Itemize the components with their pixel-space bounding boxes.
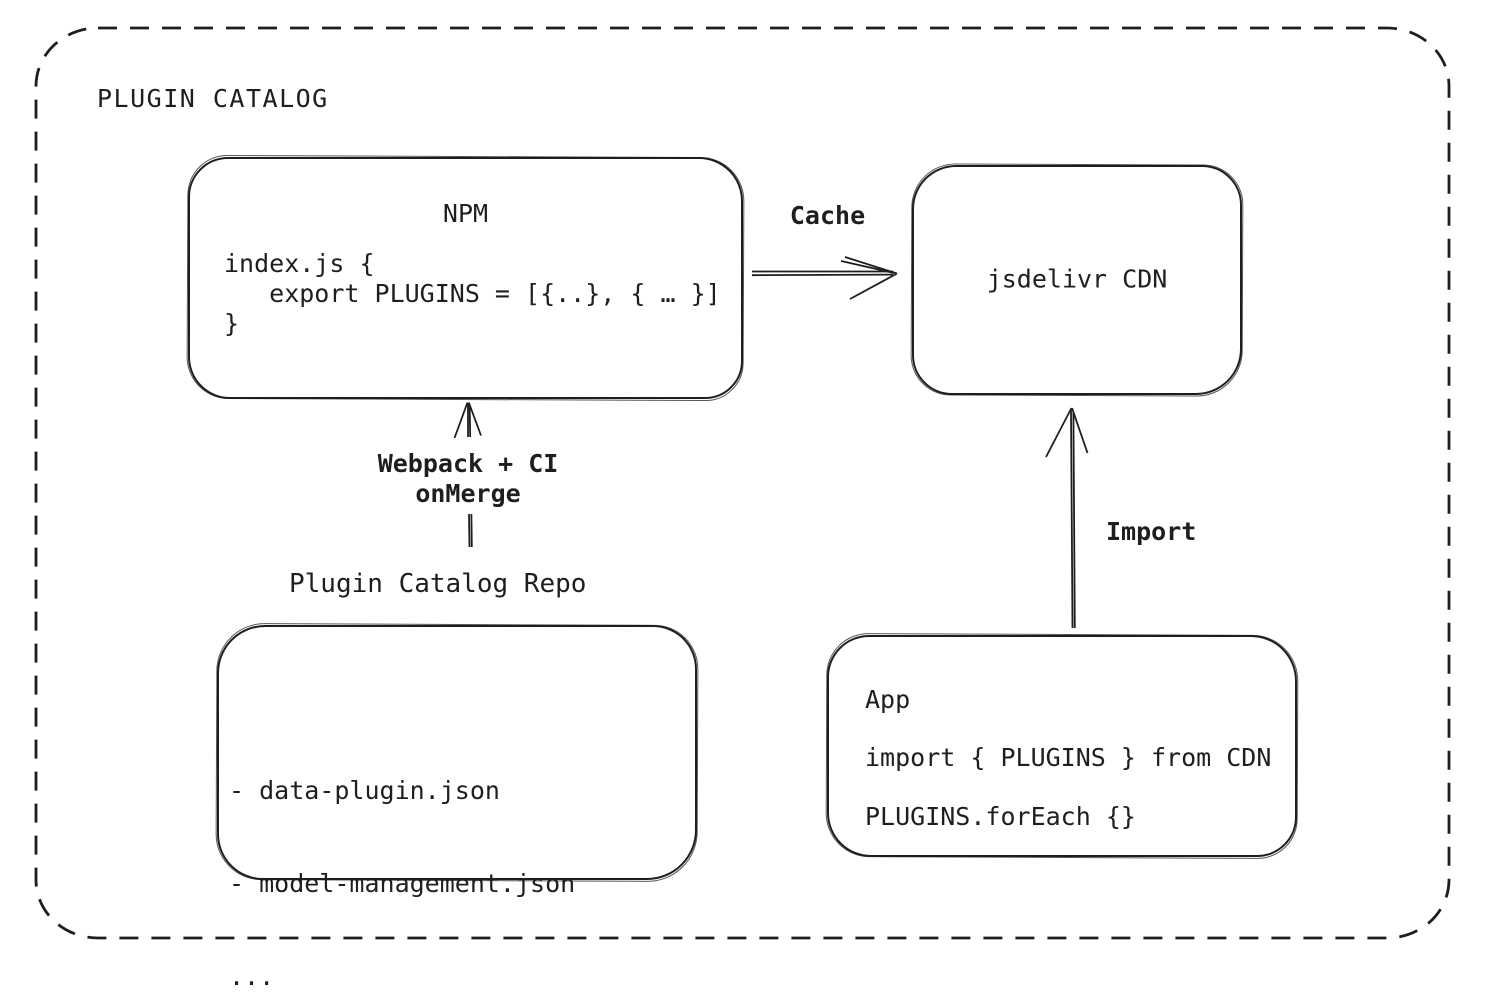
cache-arrow [751,256,898,300]
repo-file-item: - model-management.json [229,869,576,898]
repo-file-item-ellipsis: ... [229,962,275,991]
import-arrow-label: Import [1106,517,1197,546]
npm-box: NPM index.js { export PLUGINS = [{..}, {… [188,157,743,399]
cdn-box-title: jsdelivr CDN [986,264,1168,294]
build-arrow-label: Webpack + CI onMerge [352,449,584,509]
repo-box: - data-plugin.json - model-management.js… [217,625,697,991]
app-box-title: App [865,685,911,714]
app-box: App import { PLUGINS } from CDN PLUGINS.… [827,635,1297,857]
repo-file-list: - data-plugin.json - model-management.js… [229,713,575,1002]
app-code-line-foreach: PLUGINS.forEach {} [865,802,1136,831]
import-arrow [1045,407,1089,629]
npm-code-snippet: index.js { export PLUGINS = [{..}, { … }… [224,249,721,338]
npm-box-title: NPM [442,199,489,228]
app-code-line-import: import { PLUGINS } from CDN [865,743,1272,772]
diagram-title: PLUGIN CATALOG [97,84,329,113]
repo-file-item: - data-plugin.json [229,776,500,805]
repo-label: Plugin Catalog Repo [289,569,587,599]
cdn-box: jsdelivr CDN [912,165,1242,395]
cache-arrow-label: Cache [789,201,866,230]
